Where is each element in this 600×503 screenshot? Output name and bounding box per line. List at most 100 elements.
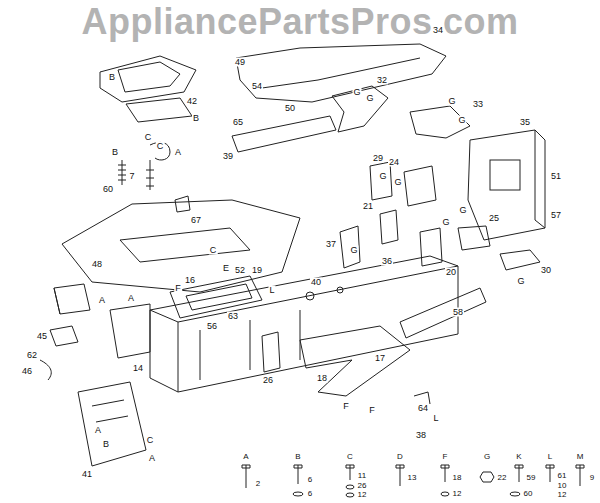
frame-top (150, 256, 458, 322)
callout-number: M (576, 453, 585, 461)
callout-number: 7 (128, 172, 135, 181)
callout-number: 41 (81, 470, 93, 479)
callout-number: 32 (376, 76, 388, 85)
bracket (380, 210, 398, 244)
rail (400, 288, 486, 338)
callout-number: F (174, 284, 182, 293)
dash-panel (468, 130, 545, 240)
callout-number: 34 (432, 26, 444, 35)
callout-number: 6 (307, 476, 313, 484)
spring (146, 160, 154, 190)
callout-number: 11 (357, 472, 367, 480)
callout-number: 52 (234, 266, 246, 275)
callout-number: L (432, 414, 439, 423)
callout-number: F (442, 453, 449, 461)
seat (100, 56, 196, 102)
callout-number: G (483, 453, 491, 461)
callout-number: 18 (452, 474, 463, 482)
callout-number: 37 (325, 240, 337, 249)
frame-side (150, 266, 458, 392)
callout-number: B (102, 440, 110, 449)
callout-number: 60 (523, 490, 534, 498)
callout-number: F (368, 406, 376, 415)
callout-number: G (352, 88, 361, 97)
callout-number: 33 (472, 100, 484, 109)
seat-plate (126, 98, 192, 122)
rail (232, 116, 336, 152)
callout-number: 48 (91, 260, 103, 269)
bracket (175, 196, 190, 212)
bracket (370, 162, 392, 200)
callout-number: B (192, 114, 200, 123)
callout-number: A (174, 148, 182, 157)
callout-number: 51 (550, 172, 562, 181)
callout-number: C (346, 453, 354, 461)
pan (300, 326, 410, 396)
hood-crease (262, 58, 420, 88)
bracket (404, 166, 436, 206)
watermark: AppliancePartsPros.com (79, 4, 520, 40)
callout-number: A (98, 296, 106, 305)
callout-number: 61 (557, 472, 568, 480)
battery (54, 284, 90, 314)
callout-number: C (144, 133, 153, 142)
callout-number: 14 (132, 364, 144, 373)
callout-number: 16 (184, 276, 196, 285)
battery-holder (110, 304, 150, 358)
callout-number: G (378, 172, 387, 181)
callout-number: 49 (234, 58, 246, 67)
callout-number: 35 (519, 118, 531, 127)
bracket (414, 392, 430, 404)
callout-number: L (268, 286, 275, 295)
callout-number: 64 (417, 404, 429, 413)
bracket (420, 228, 442, 266)
callout-number: C (156, 142, 165, 151)
fender (62, 200, 300, 292)
callout-number: 30 (540, 266, 552, 275)
callout-number: C (209, 246, 218, 255)
bracket (340, 226, 360, 268)
callout-number: K (515, 453, 522, 461)
bracket (458, 226, 490, 250)
callout-number: 24 (388, 158, 400, 167)
callout-number: G (447, 97, 456, 106)
callout-number: 2 (255, 480, 261, 488)
frame-rib (200, 310, 300, 380)
bracket (262, 332, 280, 372)
callout-number: 25 (488, 214, 500, 223)
callout-number: G (393, 178, 402, 187)
callout-number: 12 (357, 491, 368, 499)
bracket (332, 86, 388, 132)
callout-number: 62 (26, 351, 38, 360)
callout-number: 29 (372, 154, 384, 163)
callout-number: 12 (557, 491, 568, 499)
callout-number: 36 (381, 257, 393, 266)
callout-number: 54 (251, 82, 263, 91)
callout-number: 63 (227, 312, 239, 321)
spring (118, 160, 126, 185)
plate (78, 382, 146, 466)
callout-number: G (349, 246, 358, 255)
callout-number: 67 (190, 216, 202, 225)
callout-number: L (547, 453, 553, 461)
callout-number: 45 (36, 332, 48, 341)
callout-number: A (148, 454, 156, 463)
callout-number: 39 (222, 152, 234, 161)
callout-number: 21 (362, 202, 374, 211)
callout-number: 58 (452, 308, 464, 317)
callout-number: 46 (21, 367, 33, 376)
callout-number: 17 (374, 354, 386, 363)
callout-number: G (458, 206, 467, 215)
callout-number: 26 (262, 376, 274, 385)
callout-number: 18 (316, 374, 328, 383)
callout-number: 40 (310, 278, 322, 287)
callout-number: 19 (251, 266, 263, 275)
callout-number: A (127, 294, 135, 303)
seat-cushion (118, 62, 180, 92)
callout-number: B (294, 453, 301, 461)
frame-hole (306, 292, 314, 300)
callout-number: 38 (415, 431, 427, 440)
callout-number: 12 (452, 490, 463, 498)
